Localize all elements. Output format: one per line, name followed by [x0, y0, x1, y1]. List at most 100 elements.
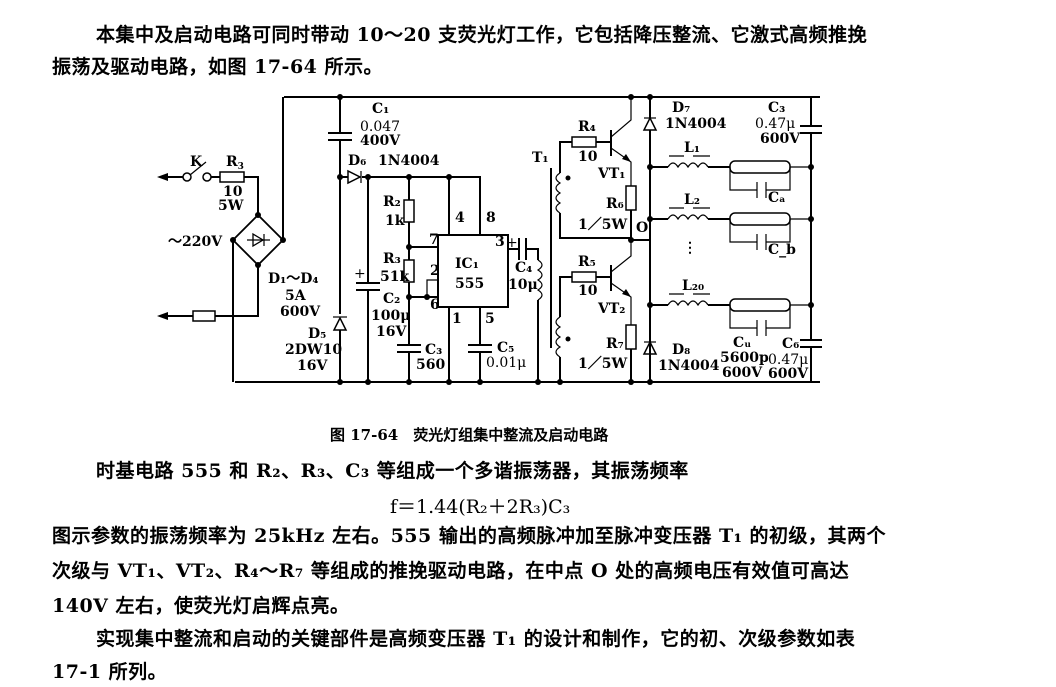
formula: f＝1.44(R₂＋2R₃)C₃ — [390, 496, 571, 518]
label-cu-voltage: 600V — [722, 365, 763, 381]
resistor-r3: R₃ 51k — [380, 244, 438, 300]
body-p3-line-2: 17-1 所列。 — [52, 661, 168, 683]
transistor-vt2: VT₂ — [597, 240, 632, 325]
label-r2: R₂ — [383, 194, 401, 210]
label-c4-value: 10μ — [508, 277, 538, 293]
svg-text:+: + — [354, 266, 366, 282]
label-l20: L₂₀ — [682, 278, 704, 294]
label-r7-value: 1／5W — [578, 356, 627, 372]
label-c2: C₂ — [383, 291, 400, 307]
label-bridge-current: 5A — [285, 288, 307, 304]
pin-5: 5 — [485, 311, 495, 327]
label-c3-right: C₃ — [768, 100, 785, 116]
label-r5-value: 10 — [578, 283, 598, 299]
fuse — [157, 310, 216, 322]
body-p3-line-1: 实现集中整流和启动的关键部件是高频变压器 T₁ 的设计和制作，它的初、次级参数如… — [96, 628, 856, 650]
label-r2-value: 1k — [385, 213, 405, 229]
pin-8: 8 — [486, 210, 496, 226]
label-d8: D₈ — [672, 342, 690, 358]
label-c2-value: 100μ — [371, 308, 410, 324]
circuit-diagram: K R3 10 5W ～220V D₁～D₄ 5A 600V C₁ 0.047 … — [157, 94, 822, 385]
label-c3-right-value: 0.47μ — [755, 116, 795, 132]
capacitor-c6: C₆ 0.47μ 600V — [768, 336, 822, 382]
capacitor-c5: C₅ 0.01μ — [468, 340, 526, 385]
diode-d6: D₆ 1N4004 — [337, 153, 481, 235]
label-d7: D₇ — [672, 100, 690, 116]
label-d6-part: 1N4004 — [378, 153, 440, 169]
label-r6: R₆ — [606, 196, 624, 212]
figure-caption: 图 17-64 荧光灯组集中整流及启动电路 — [330, 426, 609, 444]
pin-7: 7 — [429, 232, 439, 248]
capacitor-c1: C₁ 0.047 400V — [328, 94, 401, 177]
label-d7-part: 1N4004 — [665, 116, 727, 132]
label-c1-value: 0.047 — [360, 119, 400, 135]
label-t1: T₁ — [532, 150, 549, 166]
pin-1: 1 — [452, 311, 462, 327]
label-c3-value: 560 — [416, 357, 445, 373]
label-r5: R₅ — [578, 254, 596, 270]
body-p2-line-3: 140V 左右，使荧光灯启辉点亮。 — [52, 595, 350, 617]
label-c4: C₄ — [515, 260, 532, 276]
lamp-branch-1: L₁ Cₐ — [647, 140, 814, 206]
label-d5-part: 2DW10 — [285, 342, 342, 358]
label-c1-voltage: 400V — [360, 133, 401, 149]
lamp-branch-2: L₂ C_b — [647, 192, 814, 258]
diode-d8: D₈ 1N4004 — [642, 340, 720, 385]
label-vt1: VT₁ — [597, 166, 625, 182]
label-d5: D₅ — [308, 326, 326, 342]
label-r3a-value: 10 — [223, 184, 243, 200]
intro-line-2: 振荡及驱动电路，如图 17-64 所示。 — [52, 56, 383, 78]
resistor-r5: R₅ 10 — [571, 254, 610, 299]
capacitor-c3: C₃ 560 — [397, 297, 445, 385]
body-p2-line-2: 次级与 VT₁、VT₂、R₄～R₇ 等组成的推挽驱动电路，在中点 O 处的高频电… — [52, 560, 850, 582]
label-d1-d4: D₁～D₄ — [268, 271, 319, 287]
label-r3-value: 51k — [380, 269, 409, 285]
svg-text:+: + — [506, 235, 518, 251]
label-vt2: VT₂ — [597, 301, 625, 317]
label-d5-voltage: 16V — [297, 358, 328, 374]
label-c5: C₅ — [497, 340, 514, 356]
label-midpoint-o: O — [636, 220, 648, 236]
label-c3: C₃ — [425, 342, 442, 358]
label-l2: L₂ — [684, 192, 700, 208]
capacitor-c4: + C₄ 10μ — [506, 235, 539, 293]
resistor-r4: R₄ 10 — [571, 119, 610, 165]
label-c6: C₆ — [782, 336, 799, 352]
resistor-r7: R₇ 1／5W — [578, 324, 637, 385]
label-r6-value: 1／5W — [578, 217, 627, 233]
intro-line-1: 本集中及启动电路可同时带动 10～20 支荧光灯工作，它包括降压整流、它激式高频… — [96, 24, 868, 46]
pin-2: 2 — [430, 263, 440, 279]
body-p2-line-1: 图示参数的振荡频率为 25kHz 左右。555 输出的高频脉冲加至脉冲变压器 T… — [52, 525, 887, 547]
label-c6-value: 0.47μ — [768, 352, 808, 368]
pin-3: 3 — [495, 234, 505, 250]
label-bridge-voltage: 600V — [280, 304, 321, 320]
svg-text:R3: R3 — [226, 154, 244, 172]
label-ca: Cₐ — [768, 190, 786, 206]
label-r4: R₄ — [578, 119, 596, 135]
resistor-r3-input: R3 10 5W — [211, 154, 259, 215]
transformer-t1: T₁ — [532, 141, 632, 385]
lamp-branch-20: L₂₀ Cᵤ 5600p 600V — [647, 278, 814, 381]
transistor-vt1: VT₁ — [597, 94, 634, 186]
pin-6: 6 — [430, 297, 440, 313]
label-l1: L₁ — [684, 140, 700, 156]
label-cb: C_b — [768, 242, 796, 258]
label-r3a-power: 5W — [218, 198, 244, 214]
pin-4: 4 — [455, 210, 465, 226]
label-r4-value: 10 — [578, 149, 598, 165]
ic1-555: 4 8 7 2 6 1 5 3 IC₁ 555 — [429, 174, 509, 385]
label-ac-220v: ～220V — [168, 234, 223, 250]
label-d6: D₆ — [348, 153, 366, 169]
resistor-r6: R₆ 1／5W O — [578, 185, 648, 243]
bridge-rectifier: ～220V D₁～D₄ 5A 600V — [168, 97, 321, 382]
diode-d7: D₇ 1N4004 — [642, 94, 727, 382]
label-cu-value: 5600p — [720, 350, 769, 366]
capacitor-c2: + C₂ 100μ 16V — [354, 177, 410, 385]
label-k: K — [190, 154, 203, 170]
label-c6-voltage: 600V — [768, 366, 809, 382]
input-switch-k: K — [157, 154, 212, 182]
label-d8-part: 1N4004 — [658, 358, 720, 374]
label-c2-voltage: 16V — [376, 324, 407, 340]
label-c3-right-voltage: 600V — [760, 131, 801, 147]
capacitor-c3-right: C₃ 0.47μ 600V — [755, 97, 822, 382]
